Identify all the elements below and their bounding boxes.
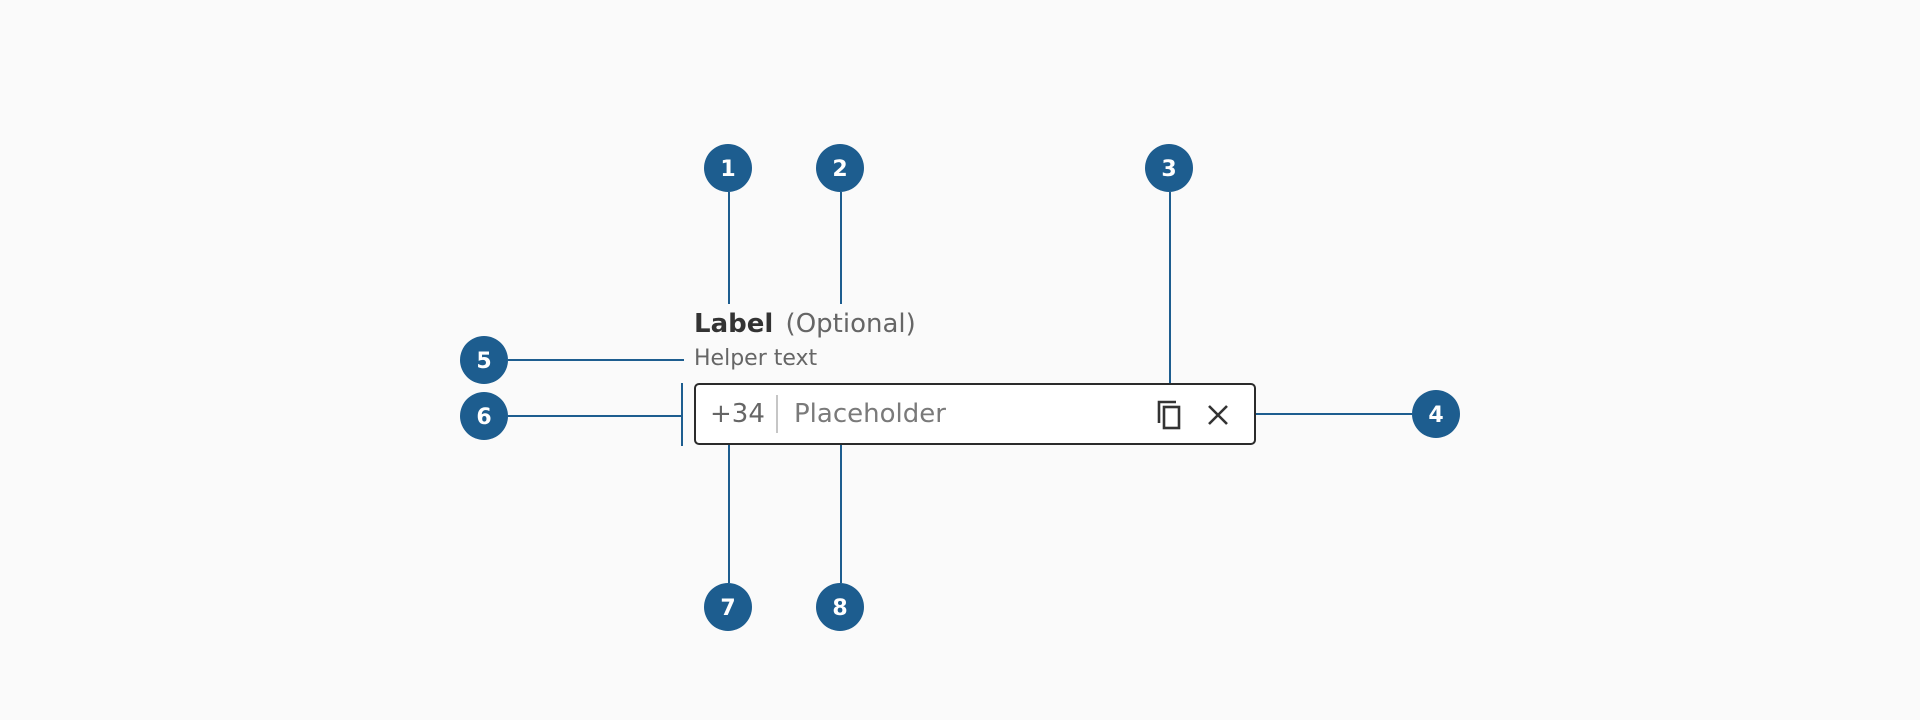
marker-1: 1 — [704, 144, 752, 192]
copy-icon — [1157, 400, 1181, 430]
marker-3: 3 — [1145, 144, 1193, 192]
marker-8-label: 8 — [832, 596, 847, 621]
country-prefix: +34 — [710, 399, 765, 429]
marker-3-label: 3 — [1161, 157, 1176, 182]
marker-6-label: 6 — [476, 405, 491, 430]
marker-7-label: 7 — [720, 596, 735, 621]
field-label: Label (Optional) — [694, 306, 916, 342]
input-placeholder[interactable]: Placeholder — [794, 399, 946, 429]
marker-4-label: 4 — [1428, 403, 1443, 428]
marker-5: 5 — [460, 336, 508, 384]
marker-4: 4 — [1412, 390, 1460, 438]
marker-5-label: 5 — [476, 349, 491, 374]
clear-button[interactable] — [1198, 395, 1238, 435]
copy-button[interactable] — [1150, 395, 1190, 435]
marker-1-label: 1 — [720, 157, 735, 182]
marker-7: 7 — [704, 583, 752, 631]
marker-2: 2 — [816, 144, 864, 192]
helper-text: Helper text — [694, 346, 818, 371]
marker-8: 8 — [816, 583, 864, 631]
prefix-divider — [776, 395, 778, 433]
marker-6: 6 — [460, 392, 508, 440]
label-text: Label — [694, 309, 774, 339]
close-icon — [1208, 405, 1228, 425]
optional-text: (Optional) — [785, 309, 916, 339]
phone-input[interactable]: +34 Placeholder — [694, 383, 1256, 445]
marker-2-label: 2 — [832, 157, 847, 182]
